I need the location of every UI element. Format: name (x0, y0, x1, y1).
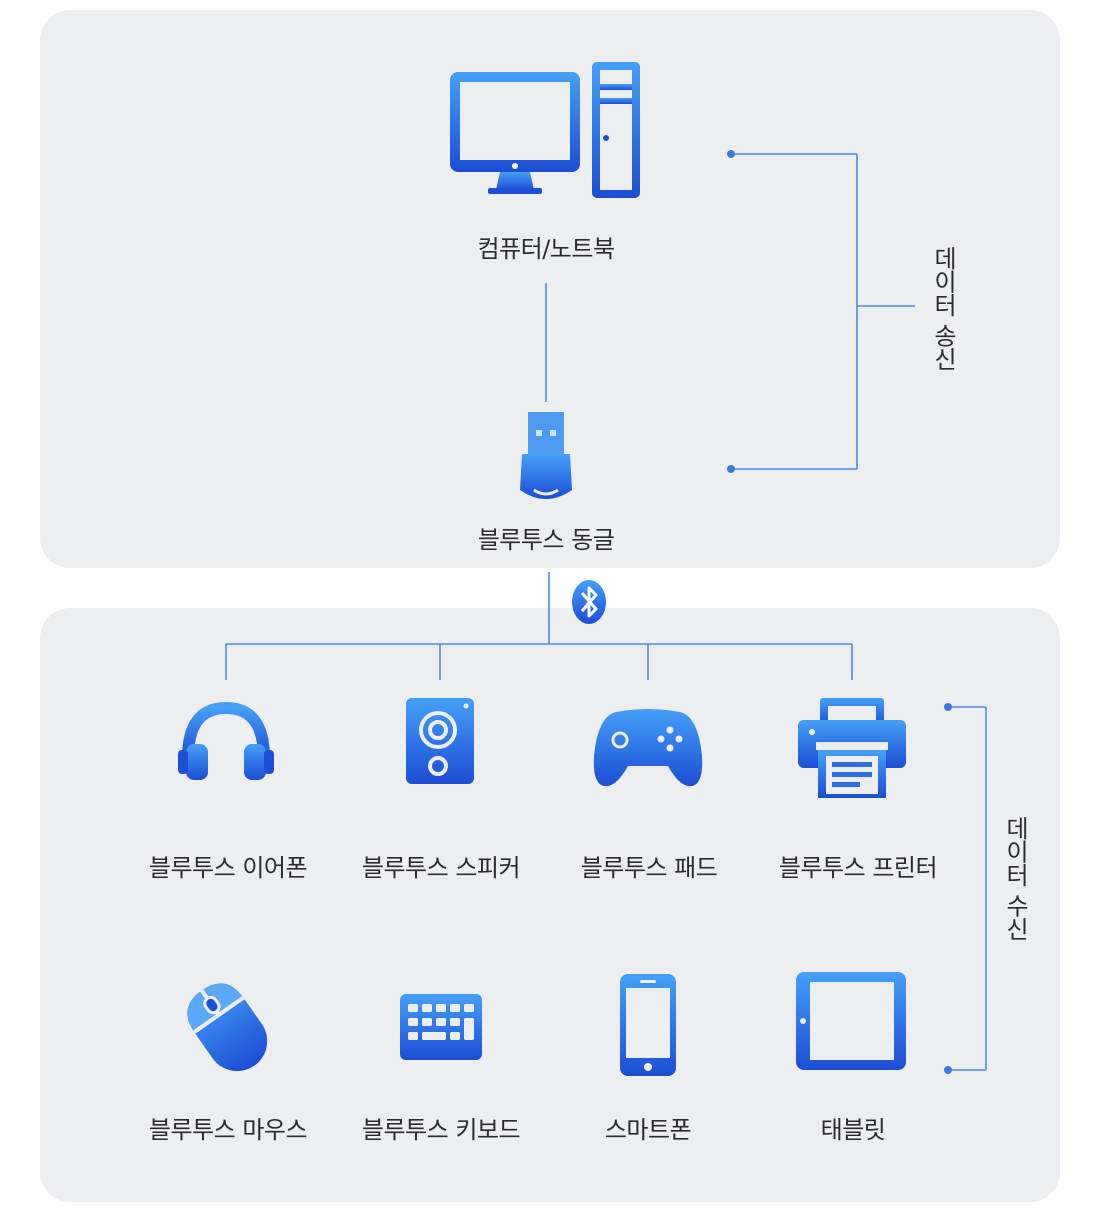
keyboard-icon (400, 994, 482, 1060)
receive-bracket-dot-bottom (944, 1066, 952, 1074)
device-label-speaker: 블루투스 스피커 (361, 854, 521, 882)
device-label-smartphone: 스마트폰 (604, 1116, 692, 1144)
device-label-tablet: 태블릿 (820, 1116, 886, 1144)
mouse-icon (187, 983, 268, 1072)
bluetooth-icon (572, 580, 606, 624)
printer-icon (798, 698, 906, 798)
receive-bracket-dot-top (944, 703, 952, 711)
smartphone-icon (620, 974, 676, 1076)
bluetooth-dongle-icon (520, 412, 572, 499)
device-label-printer: 블루투스 프린터 (778, 854, 938, 882)
dongle-label: 블루투스 동글 (477, 526, 615, 554)
device-label-mouse: 블루투스 마우스 (148, 1116, 308, 1144)
headphones-icon (178, 701, 274, 780)
device-label-pad: 블루투스 패드 (580, 854, 718, 882)
device-label-earphone: 블루투스 이어폰 (148, 854, 308, 882)
computer-label: 컴퓨터/노트북 (477, 235, 615, 263)
tablet-icon (796, 972, 906, 1070)
receive-side-label: 데이터 수신 (1001, 816, 1029, 941)
transmit-bracket-dot-bottom (727, 465, 735, 473)
transmit-side-label: 데이터 송신 (929, 246, 957, 371)
transmit-bracket-dot-top (727, 150, 735, 158)
computer-icon (450, 62, 640, 198)
device-label-keyboard: 블루투스 키보드 (361, 1116, 521, 1144)
gamepad-icon (593, 709, 703, 787)
speaker-icon (406, 698, 474, 784)
